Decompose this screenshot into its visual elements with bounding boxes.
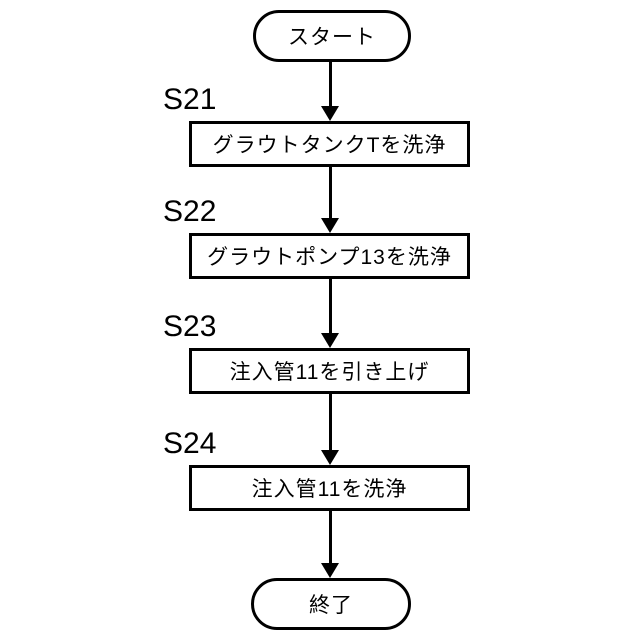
step-id-s21: S21 [163, 83, 217, 116]
arrow-shaft [328, 511, 332, 566]
arrow-head-icon [321, 106, 339, 121]
process-box-s22-label: グラウトポンプ13を洗浄 [207, 246, 452, 269]
process-box-s24-label: 注入管11を洗浄 [251, 478, 408, 501]
arrow-shaft [328, 394, 332, 453]
process-box-s23: 注入管11を引き上げ [189, 348, 470, 394]
start-terminal-label: スタート [288, 26, 376, 49]
end-terminal: 終了 [251, 578, 411, 630]
flow-arrow-s21-to-s22 [319, 167, 341, 233]
step-id-s24: S24 [163, 427, 217, 460]
end-terminal-label: 終了 [309, 594, 353, 617]
arrow-head-icon [321, 218, 339, 233]
process-box-s22: グラウトポンプ13を洗浄 [189, 233, 470, 279]
flow-arrow-s24-to-end [319, 511, 341, 578]
step-id-s22: S22 [163, 195, 217, 228]
arrow-shaft [328, 279, 332, 336]
step-id-s23: S23 [163, 310, 217, 343]
flow-arrow-start-to-s21 [319, 62, 341, 121]
flow-arrow-s23-to-s24 [319, 394, 341, 465]
start-terminal: スタート [253, 10, 411, 62]
process-box-s21-label: グラウトタンクTを洗浄 [212, 134, 447, 157]
arrow-head-icon [321, 450, 339, 465]
process-box-s21: グラウトタンクTを洗浄 [189, 121, 470, 167]
arrow-head-icon [321, 333, 339, 348]
process-box-s23-label: 注入管11を引き上げ [229, 361, 430, 384]
arrow-shaft [328, 62, 332, 109]
process-box-s24: 注入管11を洗浄 [189, 465, 470, 511]
arrow-shaft [328, 167, 332, 221]
arrow-head-icon [321, 563, 339, 578]
flow-arrow-s22-to-s23 [319, 279, 341, 348]
